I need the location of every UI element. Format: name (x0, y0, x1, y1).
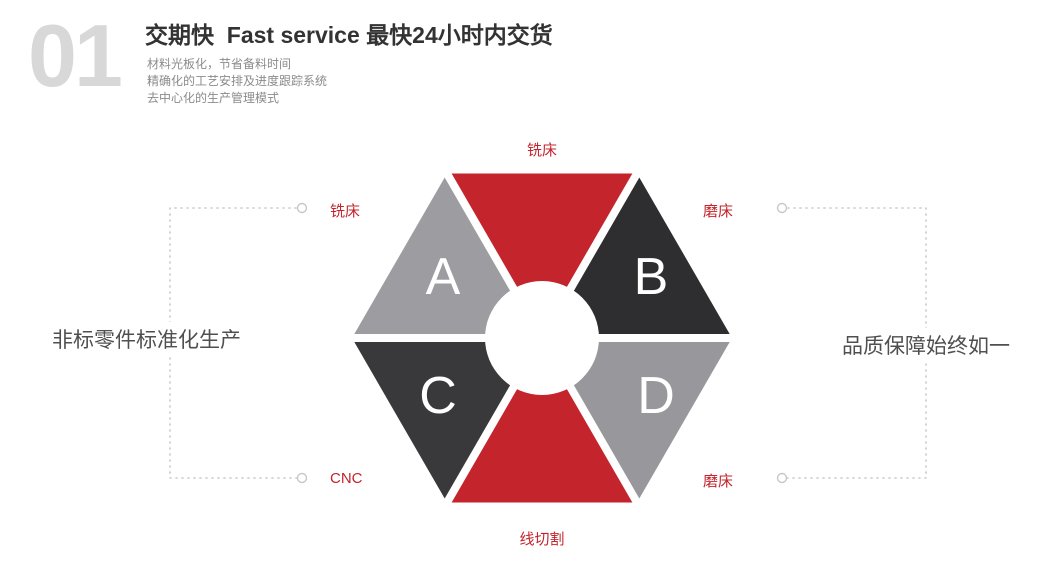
label-top: 铣床 (526, 142, 557, 159)
label-bottom: 线切割 (519, 531, 565, 548)
segment-lower-right-gray (542, 338, 732, 503)
left-side-caption: 非标零件标准化生产 (48, 322, 245, 356)
label-right-top: 磨床 (703, 203, 734, 220)
segment-upper-right-dark (542, 173, 732, 338)
segment-top-red (447, 173, 637, 338)
segment-bottom-red (447, 338, 637, 503)
left-dotted-bracket (169, 207, 303, 479)
section-number: 01 (28, 6, 123, 105)
label-right-bottom: 磨床 (703, 473, 734, 490)
label-left-top: 铣床 (330, 203, 361, 220)
section-bullets: 材料光板化，节省备料时间 精确化的工艺安排及进度跟踪系统 去中心化的生产管理模式 (147, 56, 327, 107)
segment-upper-left-gray (352, 173, 542, 338)
segment-lower-left-dark (352, 338, 542, 503)
section-title: 交期快 Fast service 最快24小时内交货 (145, 22, 553, 48)
bullet-line: 去中心化的生产管理模式 (147, 91, 280, 105)
bullet-line: 材料光板化，节省备料时间 (147, 57, 292, 71)
right-side-caption: 品质保障始终如一 (838, 328, 1014, 362)
left-top-node-circle (296, 202, 308, 214)
segment-letter-b: B (633, 248, 669, 306)
segment-letter-a: A (425, 248, 461, 306)
bullet-line: 精确化的工艺安排及进度跟踪系统 (147, 74, 328, 88)
label-left-bottom: CNC (330, 470, 363, 487)
right-top-node-circle (776, 202, 788, 214)
segment-letter-d: D (637, 367, 675, 425)
segment-letter-c: C (419, 367, 457, 425)
right-bottom-node-circle (776, 472, 788, 484)
left-bottom-node-circle (296, 472, 308, 484)
center-circle (485, 281, 599, 395)
right-dotted-bracket (781, 207, 927, 479)
